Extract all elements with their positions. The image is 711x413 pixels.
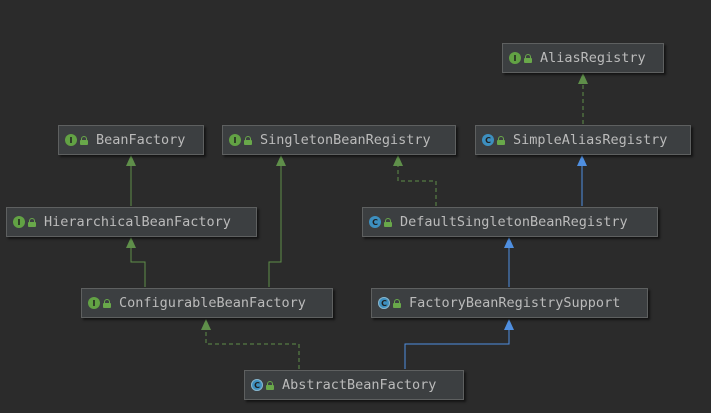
edge-configurable-bean-factory-to-hierarchical-bean-factory: [126, 237, 146, 287]
node-label: DefaultSingletonBeanRegistry: [400, 214, 628, 230]
public-access-icon: [103, 298, 111, 308]
public-access-icon: [266, 380, 274, 390]
interface-icon: I: [229, 134, 241, 146]
node-bean-factory[interactable]: I BeanFactory: [58, 125, 204, 155]
edge-hierarchical-bean-factory-to-bean-factory: [126, 155, 136, 206]
node-configurable-bean-factory[interactable]: I ConfigurableBeanFactory: [81, 288, 333, 318]
public-access-icon: [80, 135, 88, 145]
edge-simple-alias-registry-to-alias-registry: [578, 73, 588, 124]
node-singleton-bean-registry[interactable]: I SingletonBeanRegistry: [222, 125, 456, 155]
node-label: HierarchicalBeanFactory: [44, 214, 231, 230]
node-label: SimpleAliasRegistry: [513, 132, 668, 148]
node-label: SingletonBeanRegistry: [260, 132, 431, 148]
public-access-icon: [393, 298, 401, 308]
interface-icon: I: [13, 216, 25, 228]
node-alias-registry[interactable]: I AliasRegistry: [502, 43, 664, 73]
edge-abstract-bean-factory-to-factory-bean-registry-support: [404, 319, 514, 369]
edge-default-singleton-bean-registry-to-simple-alias-registry: [577, 155, 587, 206]
node-label: AliasRegistry: [540, 50, 646, 66]
interface-icon: I: [88, 297, 100, 309]
node-label: ConfigurableBeanFactory: [119, 295, 306, 311]
abstract-class-icon: C: [378, 297, 390, 309]
class-icon: C: [369, 216, 381, 228]
node-abstract-bean-factory[interactable]: C AbstractBeanFactory: [244, 370, 464, 400]
node-factory-bean-registry-support[interactable]: C FactoryBeanRegistrySupport: [371, 288, 648, 318]
public-access-icon: [524, 53, 532, 63]
node-hierarchical-bean-factory[interactable]: I HierarchicalBeanFactory: [6, 207, 257, 237]
public-access-icon: [28, 217, 36, 227]
interface-icon: I: [509, 52, 521, 64]
node-label: BeanFactory: [96, 132, 186, 148]
node-label: AbstractBeanFactory: [282, 377, 437, 393]
node-label: FactoryBeanRegistrySupport: [409, 295, 621, 311]
public-access-icon: [497, 135, 505, 145]
edge-factory-bean-registry-support-to-default-singleton-bean-registry: [504, 237, 514, 287]
public-access-icon: [244, 135, 252, 145]
interface-icon: I: [65, 134, 77, 146]
edge-default-singleton-bean-registry-to-singleton-bean-registry: [393, 155, 437, 206]
class-icon: C: [482, 134, 494, 146]
node-default-singleton-bean-registry[interactable]: C DefaultSingletonBeanRegistry: [362, 207, 658, 237]
node-simple-alias-registry[interactable]: C SimpleAliasRegistry: [475, 125, 691, 155]
edge-abstract-bean-factory-to-configurable-bean-factory: [201, 319, 300, 369]
edge-configurable-bean-factory-to-singleton-bean-registry: [268, 155, 286, 287]
public-access-icon: [384, 217, 392, 227]
abstract-class-icon: C: [251, 379, 263, 391]
